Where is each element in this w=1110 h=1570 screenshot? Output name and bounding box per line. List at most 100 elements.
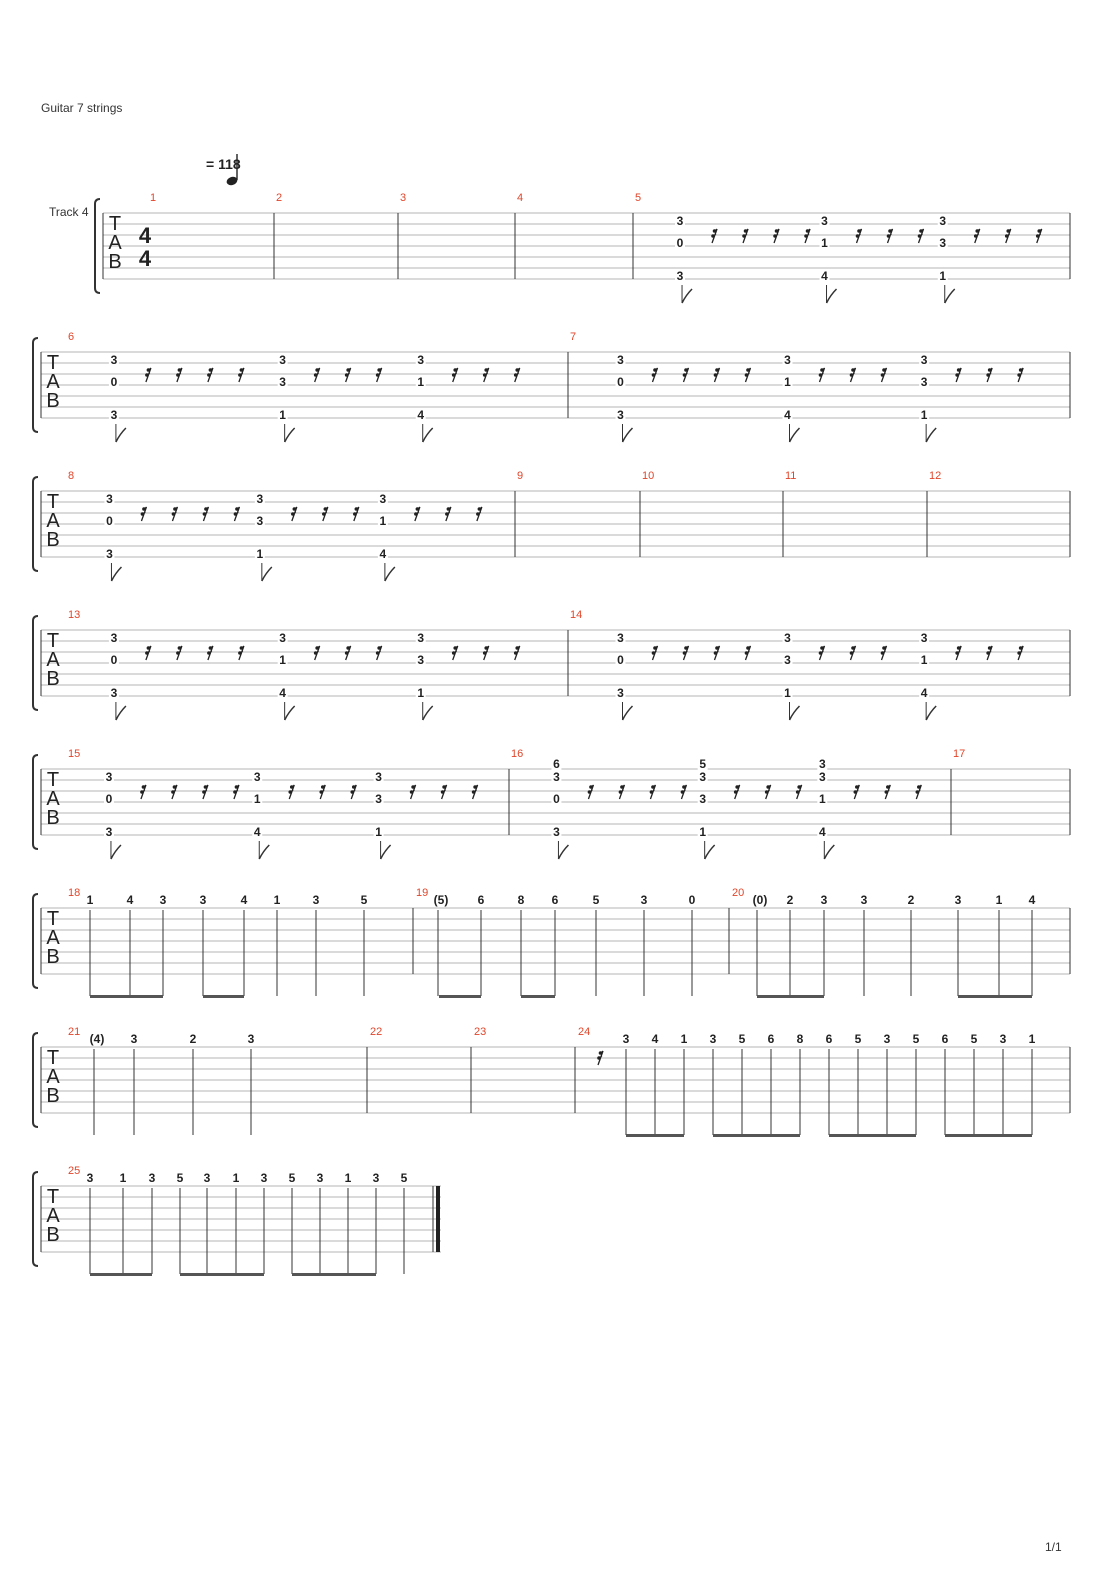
sixteenth-rest bbox=[239, 372, 244, 376]
note-background bbox=[697, 770, 708, 781]
note-flag bbox=[704, 844, 716, 860]
sixteenth-rest bbox=[316, 645, 320, 649]
fret-number: 1 bbox=[417, 375, 424, 389]
staff-bracket bbox=[32, 893, 39, 989]
note-flag bbox=[825, 288, 838, 304]
fret-number: 4 bbox=[127, 893, 134, 907]
note-background bbox=[697, 763, 708, 774]
sixteenth-rest bbox=[883, 367, 887, 371]
sixteenth-rest bbox=[353, 784, 357, 788]
fret-number: 3 bbox=[87, 1171, 94, 1185]
tab-clef-letter: A bbox=[46, 649, 60, 671]
note-flag bbox=[925, 705, 937, 721]
note-background bbox=[782, 408, 793, 419]
sixteenth-rest bbox=[235, 511, 239, 515]
fret-number: 1 bbox=[256, 547, 263, 561]
sixteenth-rest bbox=[1020, 645, 1024, 649]
note-background bbox=[108, 353, 119, 364]
measure-number: 10 bbox=[642, 470, 654, 482]
fret-number: 4 bbox=[254, 825, 261, 839]
tab-clef-letter: T bbox=[47, 491, 59, 513]
sixteenth-rest bbox=[989, 645, 993, 649]
sixteenth-rest bbox=[590, 784, 594, 788]
sixteenth-rest bbox=[179, 367, 183, 371]
sixteenth-rest bbox=[621, 784, 625, 788]
note-flag bbox=[621, 427, 634, 443]
sixteenth-rest bbox=[956, 372, 961, 376]
sixteenth-rest bbox=[325, 506, 329, 510]
note-background bbox=[919, 353, 930, 364]
tab-clef-letter: B bbox=[46, 390, 59, 412]
note-background bbox=[277, 353, 288, 364]
note-background bbox=[415, 375, 426, 386]
measure-number: 18 bbox=[68, 887, 80, 899]
sixteenth-rest bbox=[716, 367, 720, 371]
sixteenth-rest bbox=[887, 784, 891, 788]
fret-number: 3 bbox=[375, 770, 382, 784]
measure-number: 12 bbox=[929, 470, 941, 482]
note-background bbox=[782, 686, 793, 697]
sixteenth-rest bbox=[477, 511, 482, 515]
tab-clef-letter: B bbox=[46, 668, 59, 690]
fret-number: 6 bbox=[478, 893, 485, 907]
sixteenth-rest bbox=[356, 506, 360, 510]
note-background bbox=[919, 631, 930, 642]
fret-number: 0 bbox=[106, 792, 113, 806]
note-beam bbox=[203, 995, 244, 998]
note-background bbox=[415, 408, 426, 419]
sixteenth-rest bbox=[143, 784, 147, 788]
fret-number: 3 bbox=[204, 1171, 211, 1185]
note-background bbox=[277, 408, 288, 419]
note-background bbox=[277, 375, 288, 386]
fret-number: 3 bbox=[256, 514, 263, 528]
sixteenth-rest bbox=[767, 784, 771, 788]
fret-number: 3 bbox=[317, 1171, 324, 1185]
sixteenth-rest bbox=[918, 784, 922, 788]
sixteenth-rest bbox=[798, 784, 802, 788]
staff-bracket bbox=[32, 754, 39, 850]
note-background bbox=[108, 375, 119, 386]
staff-bracket bbox=[94, 198, 101, 294]
note-background bbox=[782, 375, 793, 386]
sixteenth-rest bbox=[821, 645, 825, 649]
fret-number: 5 bbox=[593, 893, 600, 907]
staff-bracket bbox=[32, 615, 39, 711]
tab-clef-letter: B bbox=[46, 1224, 59, 1246]
sixteenth-rest bbox=[987, 372, 992, 376]
fret-number: 1 bbox=[819, 792, 826, 806]
measure-number: 4 bbox=[517, 192, 523, 204]
sixteenth-rest bbox=[975, 233, 980, 237]
fret-number: 3 bbox=[617, 353, 624, 367]
measure-number: 3 bbox=[400, 192, 406, 204]
sixteenth-rest bbox=[146, 650, 151, 654]
note-beam bbox=[958, 995, 1032, 998]
note-background bbox=[697, 825, 708, 836]
sixteenth-rest bbox=[888, 233, 892, 237]
sixteenth-rest bbox=[177, 650, 182, 654]
note-background bbox=[104, 492, 115, 503]
note-background bbox=[819, 269, 830, 280]
sixteenth-rest bbox=[234, 789, 239, 793]
tab-clef-letter: T bbox=[47, 908, 59, 930]
note-flag bbox=[110, 566, 122, 582]
fret-number: 3 bbox=[921, 375, 928, 389]
sixteenth-rest bbox=[857, 233, 861, 237]
tab-clef-letter: B bbox=[46, 807, 59, 829]
sixteenth-rest bbox=[747, 367, 751, 371]
fret-number: 1 bbox=[1029, 1032, 1036, 1046]
fret-number: 1 bbox=[345, 1171, 352, 1185]
fret-number: 4 bbox=[380, 547, 387, 561]
sixteenth-rest bbox=[411, 789, 415, 793]
fret-number: 0 bbox=[111, 653, 118, 667]
note-background bbox=[615, 631, 626, 642]
sixteenth-rest bbox=[805, 233, 810, 237]
fret-number: 1 bbox=[375, 825, 382, 839]
fret-number: 3 bbox=[261, 1171, 268, 1185]
sixteenth-rest bbox=[484, 372, 488, 376]
tab-clef-letter: A bbox=[108, 232, 122, 254]
sixteenth-rest bbox=[746, 372, 750, 376]
sixteenth-rest bbox=[976, 228, 981, 232]
note-background bbox=[254, 514, 265, 525]
fret-number: 3 bbox=[248, 1032, 255, 1046]
fret-number: 3 bbox=[553, 770, 560, 784]
